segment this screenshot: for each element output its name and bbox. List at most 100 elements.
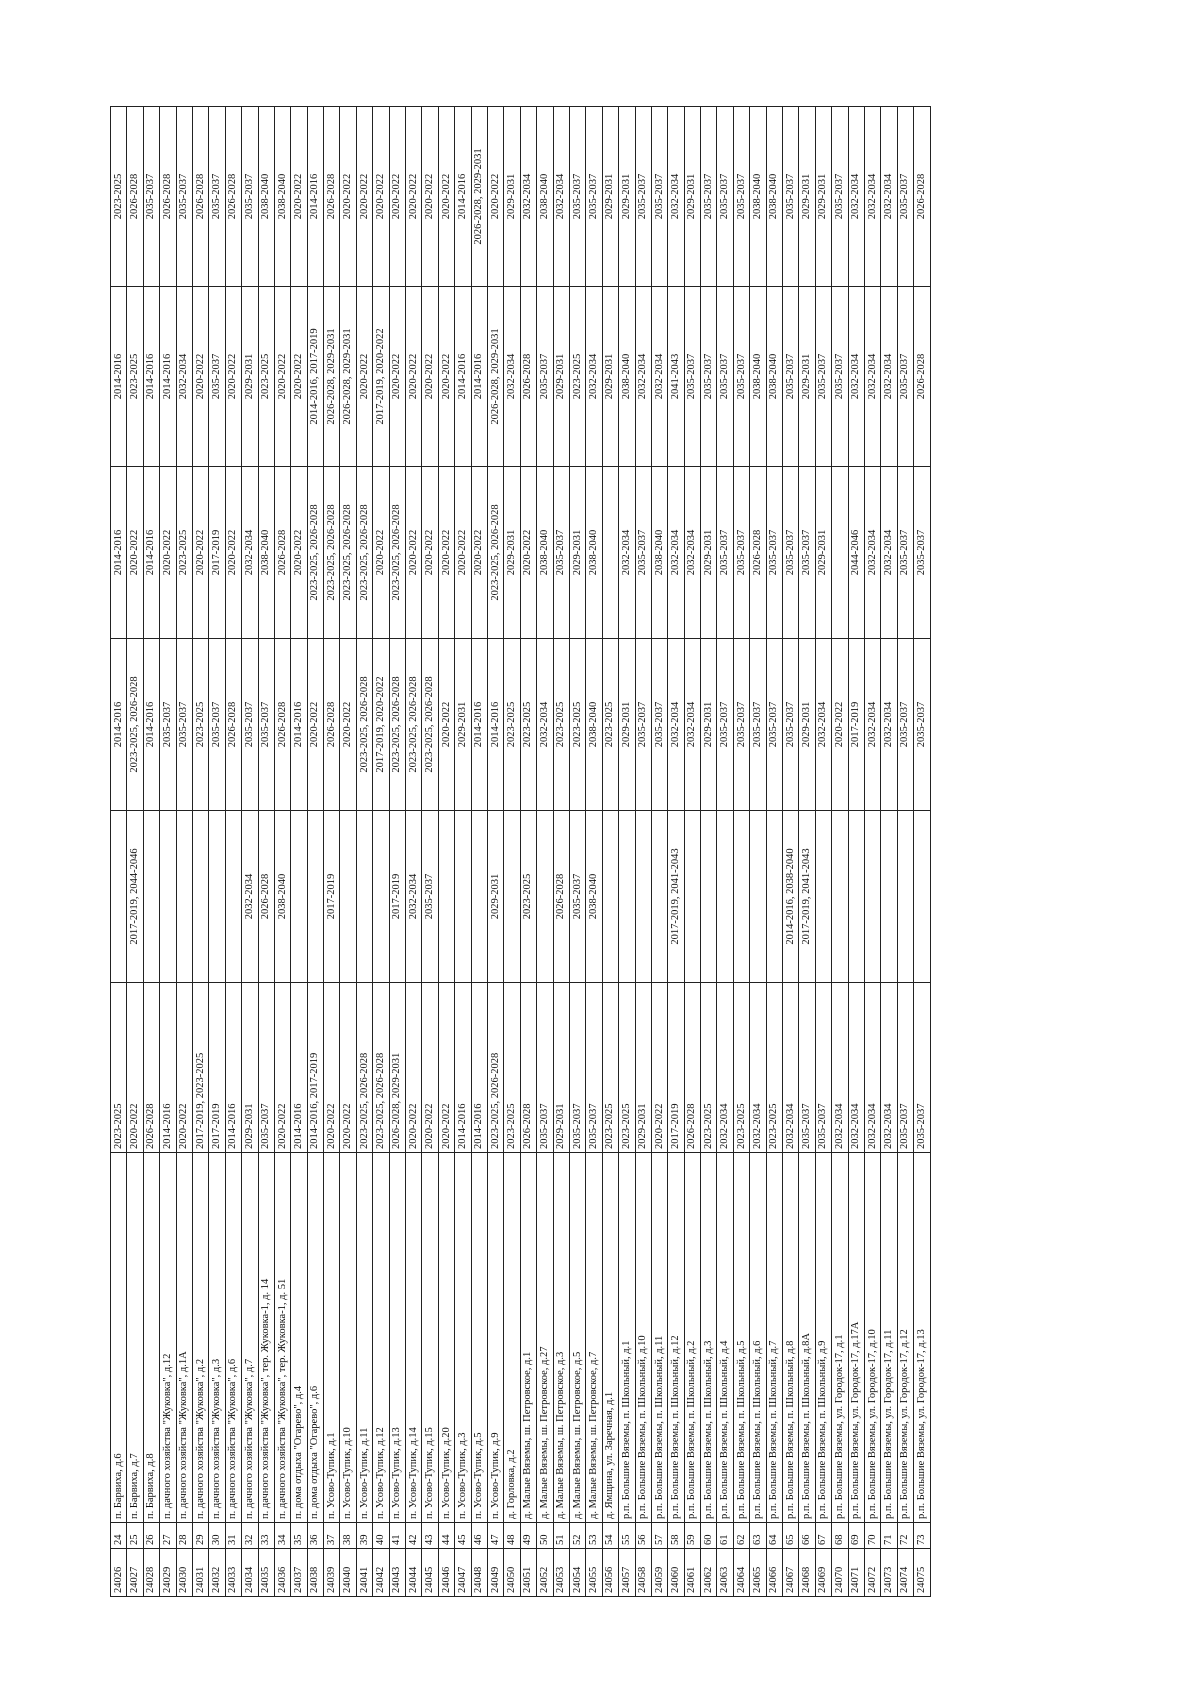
cell-period-1: 2014-2016, 2017-2019: [307, 982, 324, 1153]
cell-period-3: 2035-2037: [651, 638, 668, 811]
cell-period-6: 2020-2022: [290, 106, 308, 287]
cell-period-6: 2026-2028: [323, 106, 340, 287]
cell-period-4: 2020-2022: [471, 466, 488, 639]
cell-period-5: 2032-2034: [880, 286, 898, 467]
cell-id: 24027: [126, 1548, 144, 1597]
cell-period-3: 2014-2016: [110, 638, 127, 811]
cell-period-4: 2023-2025, 2026-2028: [339, 466, 357, 639]
cell-period-6: 2026-2028: [913, 106, 931, 287]
cell-number: 37: [323, 1522, 340, 1549]
cell-address: п. дачного хозяйства "Жуковка", д.1А: [176, 1152, 193, 1523]
cell-period-3: 2029-2031: [798, 638, 816, 811]
cell-period-4: 2035-2037: [733, 466, 750, 639]
cell-period-1: 2032-2034: [880, 982, 898, 1153]
cell-period-4: 2035-2037: [913, 466, 931, 639]
cell-period-2: [602, 810, 619, 983]
cell-number: 43: [421, 1522, 439, 1549]
cell-id: 24055: [585, 1548, 603, 1597]
cell-number: 40: [372, 1522, 390, 1549]
cell-period-1: 2035-2037: [913, 982, 931, 1153]
cell-period-3: 2035-2037: [782, 638, 799, 811]
cell-number: 27: [159, 1522, 177, 1549]
cell-period-2: [749, 810, 767, 983]
cell-period-3: 2032-2034: [684, 638, 701, 811]
cell-id: 24060: [667, 1548, 685, 1597]
cell-period-3: 2023-2025: [503, 638, 521, 811]
cell-period-6: 2035-2037: [569, 106, 586, 287]
cell-id: 24052: [536, 1548, 554, 1597]
cell-period-5: 2020-2022: [356, 286, 373, 467]
cell-period-6: 2035-2037: [897, 106, 914, 287]
cell-period-6: 2026-2028: [192, 106, 209, 287]
cell-period-2: [307, 810, 324, 983]
cell-period-5: 2035-2037: [831, 286, 849, 467]
cell-number: 60: [700, 1522, 717, 1549]
cell-period-4: 2029-2031: [700, 466, 717, 639]
cell-period-2: [143, 810, 160, 983]
cell-period-6: 2020-2022: [421, 106, 439, 287]
cell-number: 44: [438, 1522, 455, 1549]
cell-period-1: 2020-2022: [421, 982, 439, 1153]
cell-period-1: 2029-2031: [553, 982, 570, 1153]
cell-period-1: 2032-2034: [782, 982, 799, 1153]
cell-number: 25: [126, 1522, 144, 1549]
cell-period-2: [356, 810, 373, 983]
cell-address: р.п. Большие Вяземы, ул. Городок-17, д.1…: [848, 1152, 865, 1523]
cell-period-3: 2035-2037: [635, 638, 652, 811]
cell-period-1: 2035-2037: [536, 982, 554, 1153]
cell-period-6: 2035-2037: [831, 106, 849, 287]
cell-period-4: 2035-2037: [716, 466, 734, 639]
cell-period-5: 2026-2028: [913, 286, 931, 467]
cell-period-4: 2020-2022: [438, 466, 455, 639]
cell-period-5: 2029-2031: [602, 286, 619, 467]
cell-id: 24056: [602, 1548, 619, 1597]
cell-number: 53: [585, 1522, 603, 1549]
cell-period-3: 2023-2025: [553, 638, 570, 811]
cell-number: 49: [520, 1522, 537, 1549]
cell-id: 24059: [651, 1548, 668, 1597]
cell-period-2: [339, 810, 357, 983]
cell-period-1: 2014-2016: [290, 982, 308, 1153]
cell-address: п. дачного хозяйства "Жуковка", д.3: [208, 1152, 226, 1523]
cell-address: п. Усово-Тупик, д.9: [487, 1152, 504, 1523]
cell-period-6: 2038-2040: [258, 106, 275, 287]
cell-period-6: 2029-2031: [815, 106, 832, 287]
cell-period-3: 2014-2016: [290, 638, 308, 811]
cell-period-3: 2020-2022: [831, 638, 849, 811]
cell-period-2: [815, 810, 832, 983]
cell-id: 24038: [307, 1548, 324, 1597]
cell-address: р.п. Большие Вяземы, п. Школьный, д.6: [749, 1152, 767, 1523]
cell-period-5: 2035-2037: [684, 286, 701, 467]
cell-address: р.п. Большие Вяземы, ул. Городок-17, д.1…: [864, 1152, 881, 1523]
cell-number: 30: [208, 1522, 226, 1549]
cell-address: п. дачного хозяйства "Жуковка", тер. Жук…: [274, 1152, 291, 1523]
cell-period-5: 2020-2022: [274, 286, 291, 467]
cell-period-1: 2032-2034: [848, 982, 865, 1153]
cell-period-3: 2020-2022: [438, 638, 455, 811]
cell-period-6: 2026-2028, 2029-2031: [471, 106, 488, 287]
cell-id: 24061: [684, 1548, 701, 1597]
cell-period-6: 2029-2031: [684, 106, 701, 287]
cell-address: р.п. Большие Вяземы, п. Школьный, д.12: [667, 1152, 685, 1523]
cell-period-1: 2035-2037: [569, 982, 586, 1153]
cell-period-6: 2020-2022: [372, 106, 390, 287]
cell-period-6: 2035-2037: [651, 106, 668, 287]
cell-period-6: 2035-2037: [635, 106, 652, 287]
cell-period-5: 2032-2034: [848, 286, 865, 467]
cell-period-5: 2014-2016: [143, 286, 160, 467]
cell-period-6: 2035-2037: [241, 106, 259, 287]
cell-number: 32: [241, 1522, 259, 1549]
cell-period-3: 2032-2034: [880, 638, 898, 811]
cell-period-5: 2035-2037: [897, 286, 914, 467]
cell-id: 24044: [405, 1548, 422, 1597]
cell-period-4: 2020-2022: [290, 466, 308, 639]
